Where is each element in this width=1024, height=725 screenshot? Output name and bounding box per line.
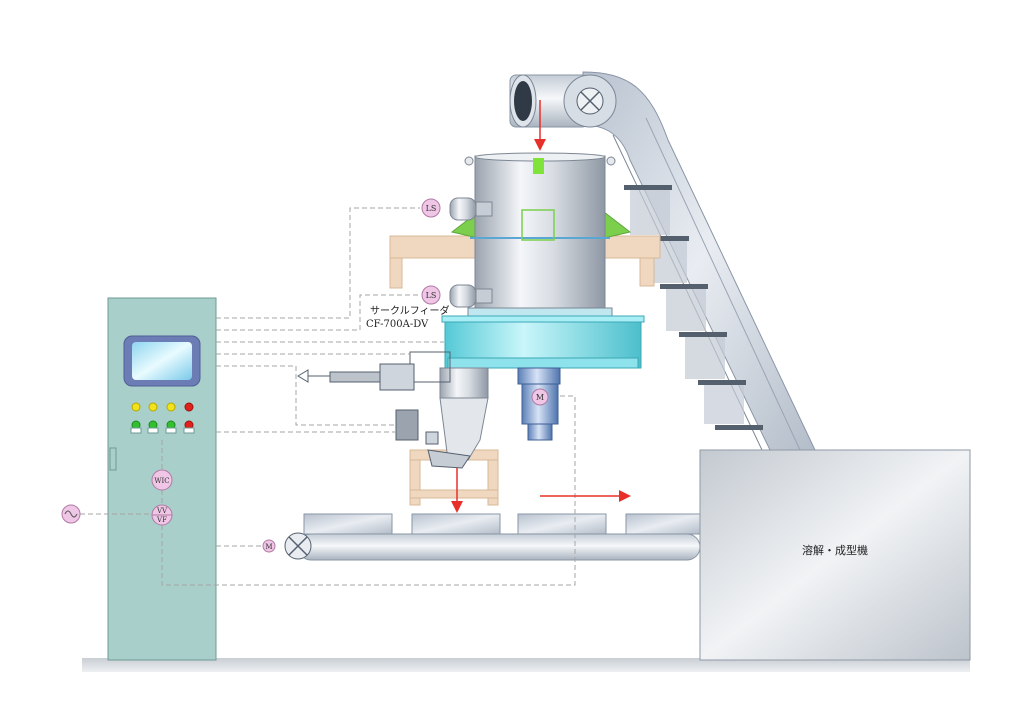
belt-conveyor	[284, 513, 701, 561]
motor-conveyor-label: M	[265, 543, 272, 551]
lamp-yellow	[148, 402, 158, 412]
feeder-motor	[517, 367, 561, 441]
lamp-red	[184, 402, 194, 412]
conveyor-tray	[303, 513, 393, 535]
ls-upper-label: LS	[426, 204, 437, 213]
feeder-model-label: CF-700A-DV	[366, 319, 429, 330]
process-machine-label: 溶解・成型機	[802, 543, 868, 557]
circle-feeder-hopper	[450, 152, 632, 319]
lamp-yellow	[166, 402, 176, 412]
lamp-yellow	[131, 402, 141, 412]
instrument-ls-upper: LS	[421, 198, 441, 218]
level-switch-lower-body	[449, 284, 493, 308]
instrument-wic: WIC	[151, 469, 173, 491]
circle-feeder-ring	[441, 315, 645, 369]
conveyor-tray	[411, 513, 501, 535]
conveyor-tray	[625, 513, 701, 535]
melting-molding-machine	[699, 449, 971, 661]
vv-label: VV	[156, 507, 168, 515]
signal-lines	[80, 207, 576, 586]
discharge-chute	[297, 351, 489, 469]
floor	[82, 658, 970, 672]
feeder-name-label: サークルフィーダ	[370, 304, 450, 317]
material-flow-arrows	[451, 100, 631, 513]
motor-feeder-label: M	[536, 393, 544, 402]
ls-lower-label: LS	[426, 291, 437, 300]
instrument-motor-conveyor: M	[262, 539, 276, 553]
instrument-vvvf: VV VF	[151, 504, 173, 526]
vf-label: VF	[156, 516, 167, 524]
panel-display-screen	[132, 342, 192, 380]
instrument-ls-lower: LS	[421, 285, 441, 305]
level-switch-upper-body	[449, 197, 493, 221]
conveyor-tray	[517, 513, 607, 535]
wic-label: WIC	[154, 477, 169, 485]
ac-power-source-icon	[61, 504, 81, 524]
indicator-lamps	[130, 402, 195, 434]
instrument-motor-feeder: M	[531, 388, 549, 406]
